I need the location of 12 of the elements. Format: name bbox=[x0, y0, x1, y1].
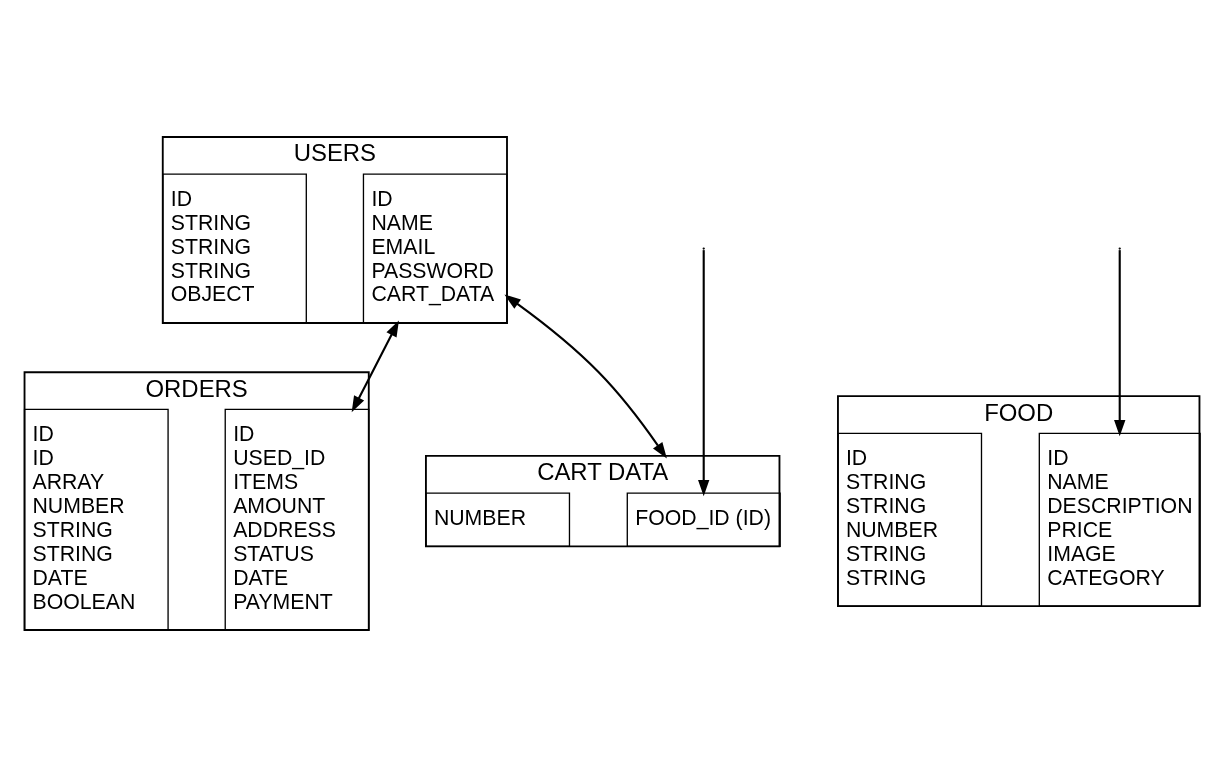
arrow bbox=[504, 294, 667, 459]
node-box: NUMBER bbox=[425, 492, 571, 547]
node-box: ID STRING STRING STRING OBJECT bbox=[162, 173, 307, 324]
node-box: ID NAME DESCRIPTION PRICE IMAGE CATEGORY bbox=[1038, 432, 1201, 607]
node-box: ID STRING STRING NUMBER STRING STRING bbox=[837, 432, 983, 607]
node-box: ID USED_ID ITEMS AMOUNT ADDRESS STATUS DATE PAYMENT bbox=[224, 408, 370, 631]
arrow bbox=[698, 249, 710, 496]
arrow bbox=[1114, 249, 1126, 436]
node-box: ID ID ARRAY NUMBER STRING STRING DATE BOOLEAN bbox=[23, 408, 169, 631]
arrow bbox=[351, 319, 399, 412]
node-box: FOOD_ID (ID) bbox=[626, 492, 781, 547]
node-box: ID NAME EMAIL PASSWORD CART_DATA bbox=[362, 173, 508, 324]
